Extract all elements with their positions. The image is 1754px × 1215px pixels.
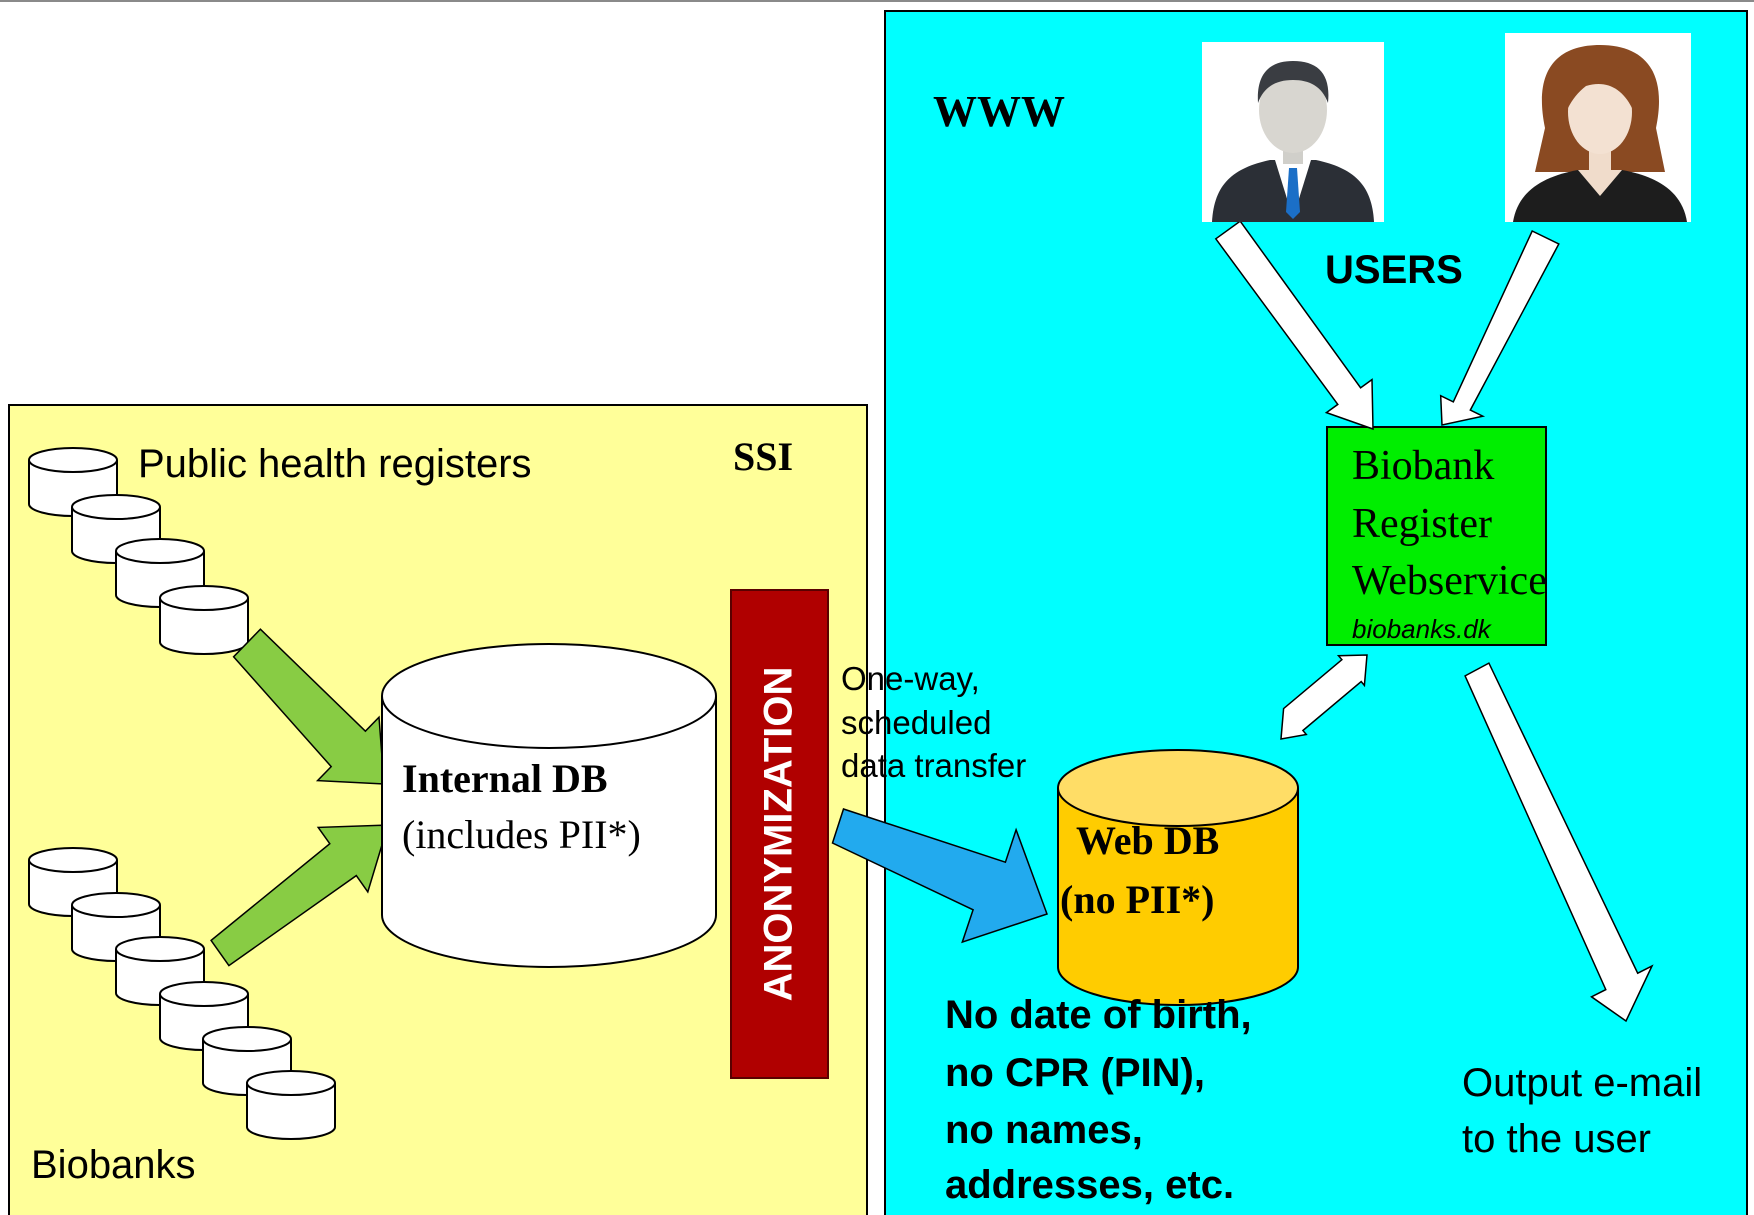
biobanks-label: Biobanks bbox=[31, 1143, 196, 1187]
webservice-url[interactable]: biobanks.dk bbox=[1352, 614, 1491, 644]
output-note-line-2: to the user bbox=[1462, 1117, 1652, 1161]
male-user-icon bbox=[1202, 42, 1384, 222]
internal-db-cylinder bbox=[381, 643, 717, 968]
public-health-registers-label: Public health registers bbox=[138, 442, 532, 486]
transfer-note-line-1: One-way, bbox=[841, 660, 980, 697]
output-note-line-1: Output e-mail bbox=[1462, 1061, 1703, 1105]
webservice-box bbox=[1326, 426, 1547, 646]
output-email-arrow bbox=[1464, 662, 1654, 1023]
internal-db-subtitle: (includes PII*) bbox=[402, 812, 641, 857]
no-pii-note-line-2: no CPR (PIN), bbox=[945, 1051, 1205, 1095]
anonymization-label: ANONYMIZATION bbox=[756, 666, 801, 1002]
transfer-note-line-2: scheduled bbox=[841, 704, 992, 741]
female-user-icon bbox=[1505, 33, 1691, 222]
web-db-title: Web DB bbox=[1076, 818, 1220, 863]
data-transfer-arrow bbox=[831, 808, 1048, 944]
anonymization-bar bbox=[730, 589, 829, 1079]
female-user-request-arrow bbox=[1439, 229, 1560, 426]
ssi-label: SSI bbox=[733, 434, 794, 479]
internal-db-title: Internal DB bbox=[402, 756, 608, 801]
bidirectional-sync-arrow bbox=[1280, 654, 1368, 740]
no-pii-note-line-4: addresses, etc. bbox=[945, 1163, 1235, 1207]
web-db-subtitle: (no PII*) bbox=[1060, 877, 1215, 922]
biobanks-to-internal-arrow bbox=[210, 824, 390, 967]
users-label: USERS bbox=[1325, 248, 1463, 292]
male-user-request-arrow bbox=[1214, 220, 1374, 431]
no-pii-note-line-3: no names, bbox=[945, 1108, 1143, 1152]
no-pii-note-line-1: No date of birth, bbox=[945, 993, 1252, 1037]
webservice-line-1: Biobank bbox=[1352, 443, 1495, 489]
transfer-note-line-3: data transfer bbox=[841, 747, 1027, 784]
webservice-line-3: Webservice bbox=[1352, 558, 1547, 604]
top-border bbox=[0, 0, 1754, 2]
www-label: WWW bbox=[933, 87, 1065, 136]
web-db-cylinder bbox=[1057, 749, 1299, 1006]
webservice-line-2: Register bbox=[1352, 501, 1492, 547]
